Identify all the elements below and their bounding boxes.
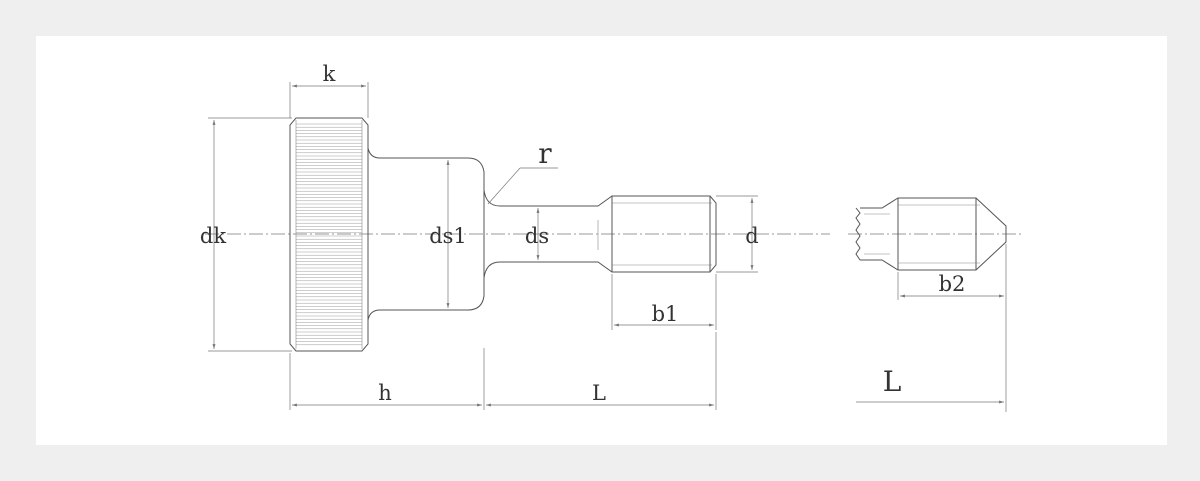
dim-k (289, 82, 369, 118)
label-ds1: ds1 (429, 224, 467, 248)
label-b1: b1 (652, 302, 679, 326)
label-L-alt: L (883, 365, 902, 398)
dim-d (716, 195, 758, 273)
label-b2: b2 (939, 272, 966, 296)
label-d: d (745, 224, 758, 248)
dim-h-L (289, 332, 717, 410)
alt-end-detail (855, 197, 1007, 271)
thread-section (597, 195, 717, 273)
drawing-sheet (36, 36, 1167, 445)
dim-r (487, 167, 558, 205)
neck-upper (483, 189, 613, 207)
knurled-head (289, 117, 369, 352)
neck-lower (483, 261, 613, 279)
label-L-main: L (592, 381, 606, 405)
label-r: r (538, 137, 552, 170)
shoulder-body (367, 147, 485, 321)
label-h: h (378, 381, 392, 405)
knurl-pattern (295, 120, 363, 349)
label-k: k (323, 62, 336, 86)
dim-b2 (897, 244, 1007, 412)
label-dk: dk (200, 224, 226, 248)
dim-dk (208, 117, 292, 352)
dim-b1 (611, 274, 717, 330)
label-ds: ds (525, 224, 549, 248)
